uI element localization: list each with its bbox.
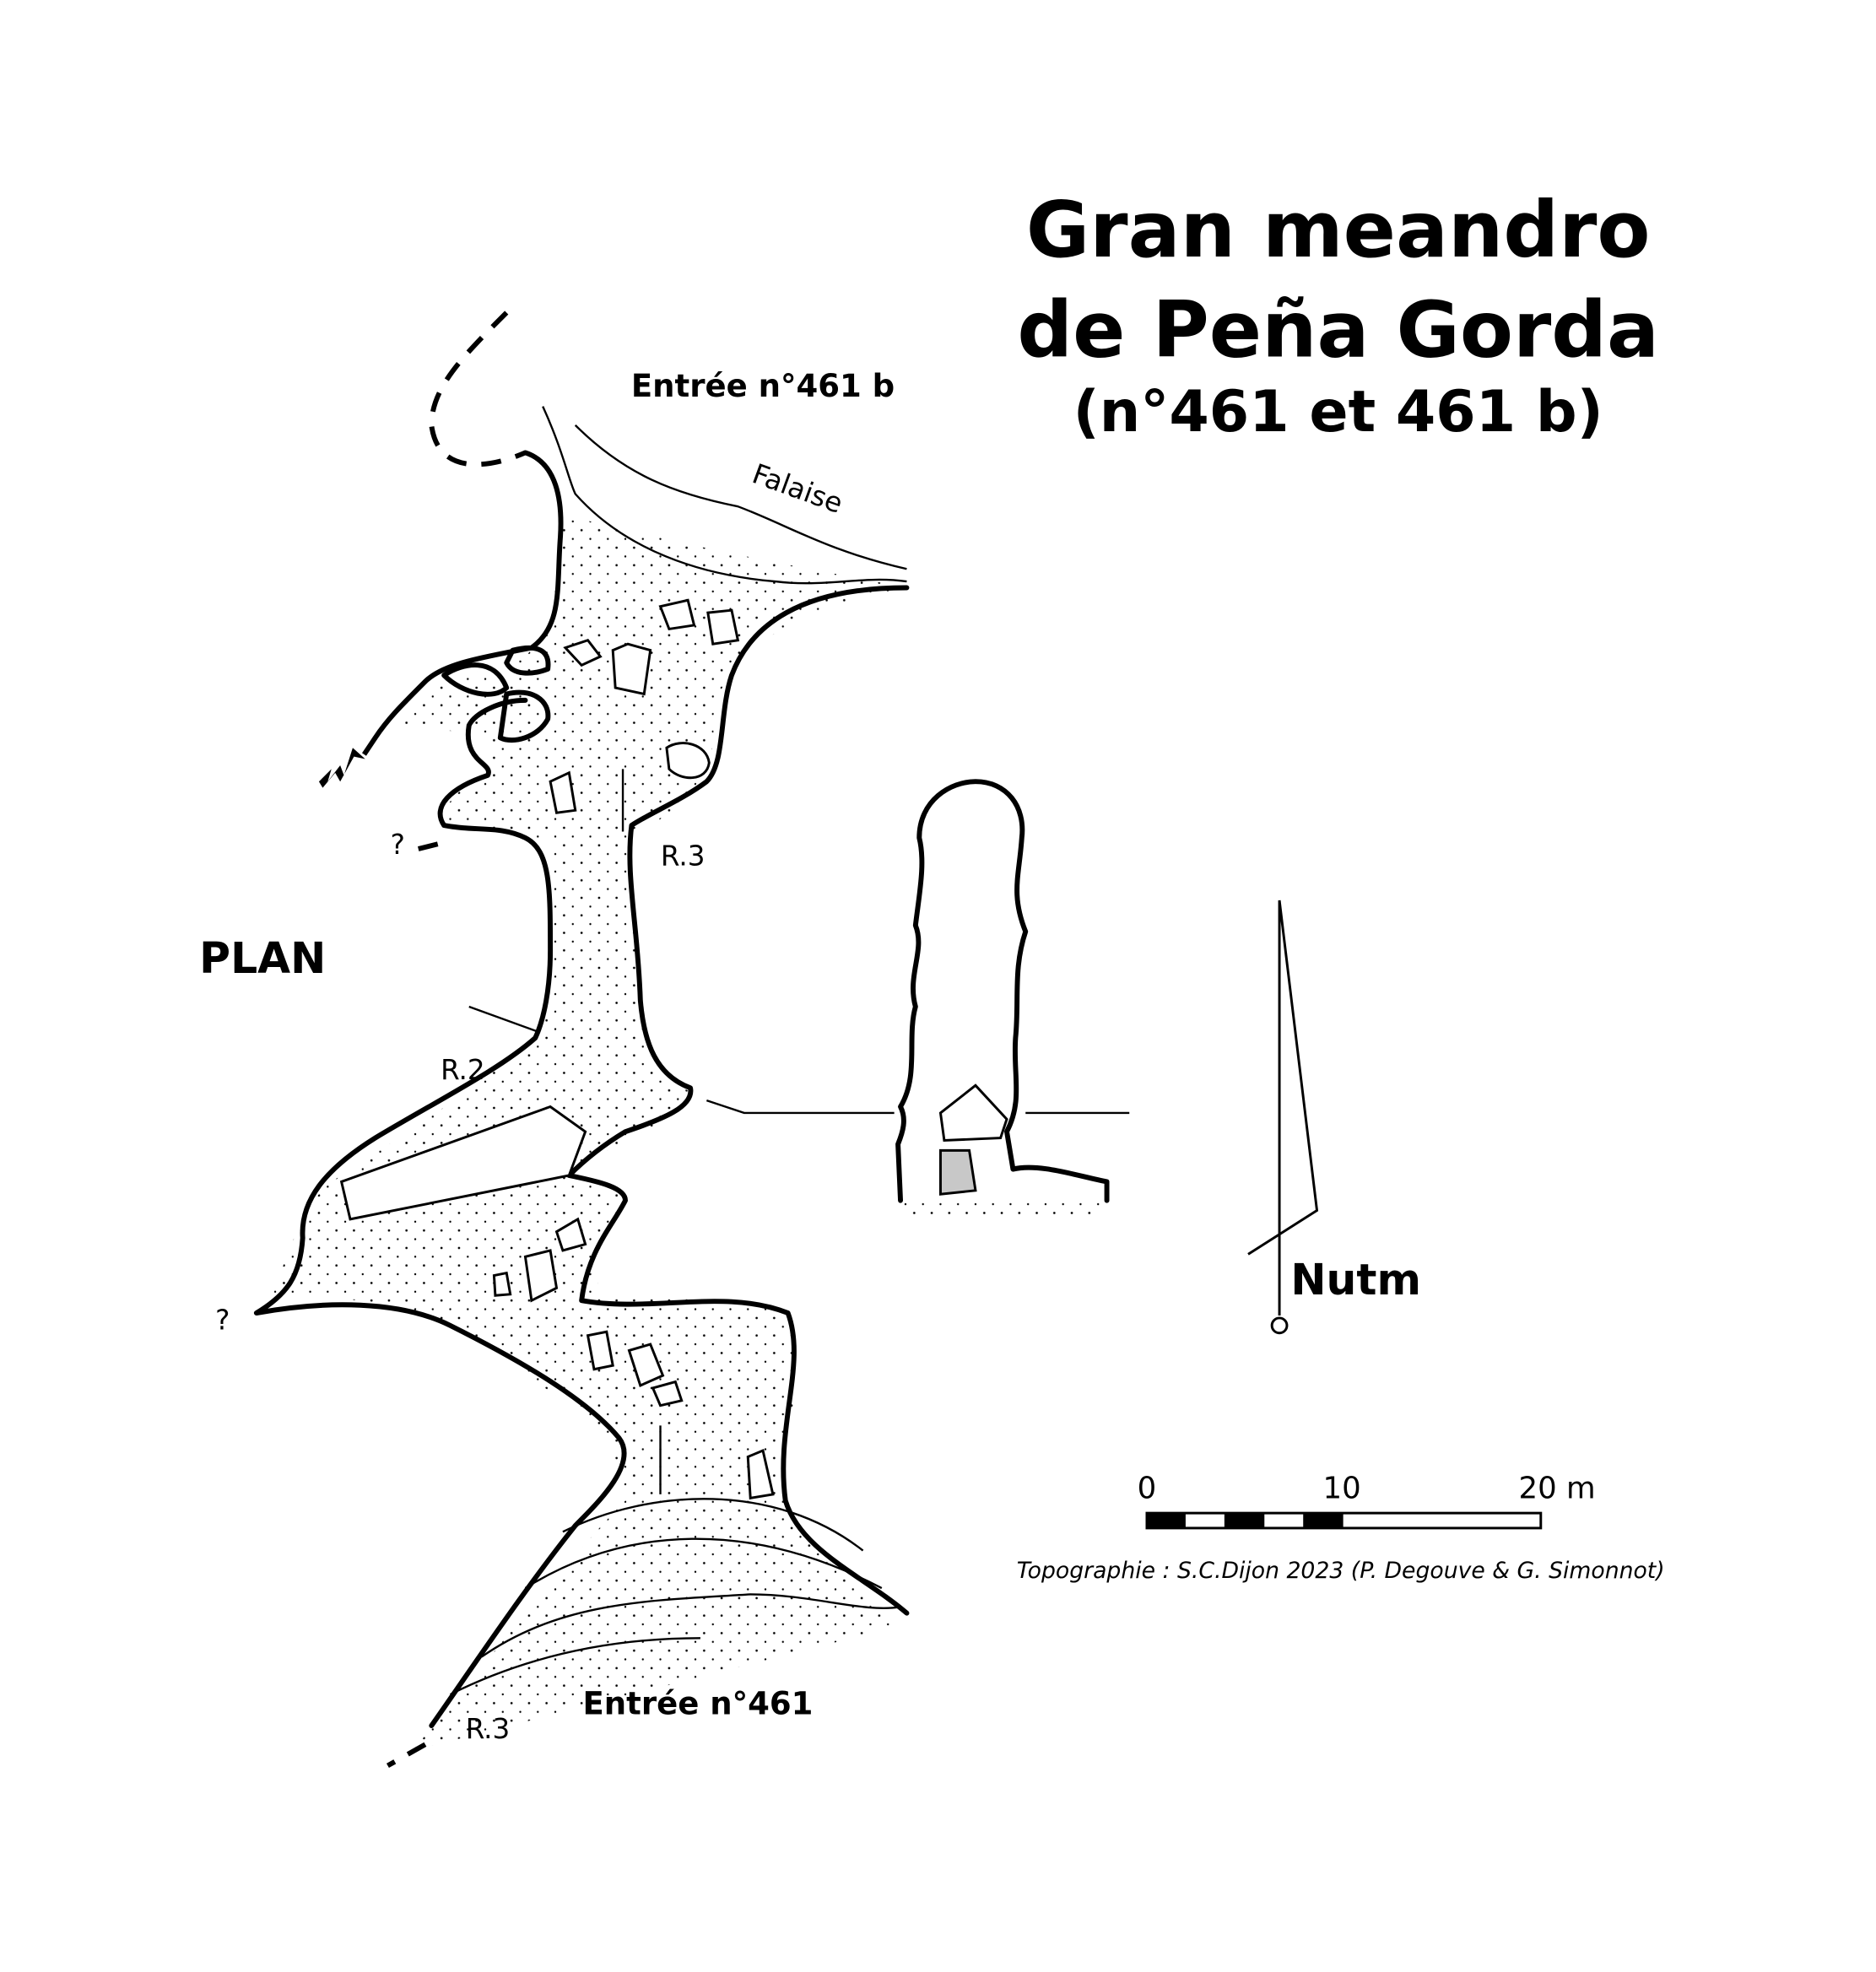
entrance-461b-label: Entrée n°461 b (631, 368, 895, 404)
passage-dashed-3 (386, 1742, 427, 1769)
drop-r3-top-label: R.3 (661, 840, 706, 872)
section-line-main (706, 1099, 895, 1115)
map-title-line2: de Peña Gorda (1017, 284, 1659, 375)
scale-tick-10: 10 (1323, 1471, 1361, 1505)
cave-floor-upper (393, 512, 907, 845)
survey-credit: Topographie : S.C.Dijon 2023 (P. Degouve… (1017, 1558, 1665, 1584)
north-arrow-icon (1247, 900, 1319, 1335)
unknown-passage-label-1: ? (391, 829, 405, 861)
drop-r2-label: R.2 (441, 1054, 485, 1086)
arrow-icon (318, 748, 365, 788)
surface-path-dashed (429, 311, 527, 467)
drop-r3-bottom-label: R.3 (466, 1713, 511, 1745)
scale-tick-20: 20 m (1518, 1471, 1595, 1505)
map-title-line3: (n°461 et 461 b) (1073, 379, 1603, 446)
lower-entrance-steps (450, 769, 901, 1696)
passage-dashed (360, 736, 378, 759)
passage-dashed-2 (412, 841, 439, 853)
scale-tick-0: 0 (1138, 1471, 1157, 1505)
cross-section (895, 779, 1110, 1216)
north-label: Nutm (1290, 1255, 1421, 1305)
cave-walls (253, 450, 910, 1729)
scale-bar (1145, 1511, 1543, 1530)
boulders (339, 598, 775, 1500)
section-line-r2 (468, 1005, 538, 1033)
entrance-461-label: Entrée n°461 (583, 1686, 814, 1722)
cliff-label: Falaise (748, 457, 846, 520)
map-title-line1: Gran meandro (1026, 185, 1651, 275)
plan-label: PLAN (199, 933, 326, 983)
unknown-passage-label-2: ? (215, 1304, 230, 1336)
